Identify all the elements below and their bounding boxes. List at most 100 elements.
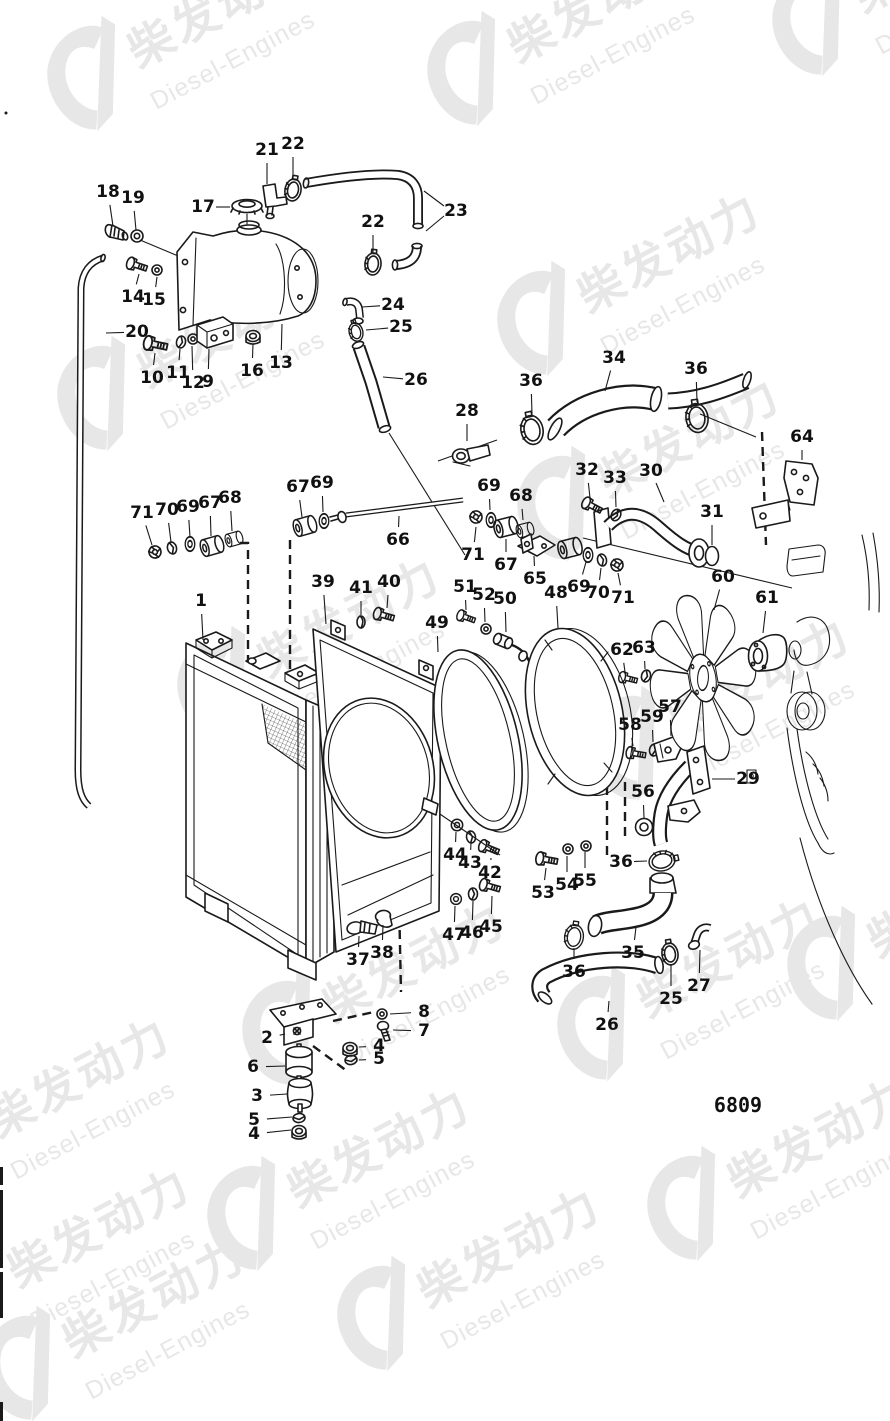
callout-label-52: 52	[472, 585, 496, 605]
hose-clamp-36	[562, 919, 587, 952]
callout-leader	[207, 348, 210, 370]
callout-label-12: 12	[181, 373, 205, 393]
callout-label-47: 47	[442, 925, 466, 945]
callout-label-17: 17	[191, 197, 215, 217]
callout-label-28: 28	[455, 401, 479, 421]
callout-leader	[389, 1012, 412, 1015]
watermark	[29, 0, 340, 156]
callout-label-69: 69	[477, 476, 501, 496]
rubber-bushing-67	[197, 533, 227, 559]
callout-leader	[599, 567, 602, 581]
callout-leader	[556, 605, 559, 629]
callout-leader	[544, 867, 547, 881]
spring-washer-5	[291, 1112, 307, 1124]
callout-label-44: 44	[443, 845, 467, 865]
callout-label-71: 71	[611, 588, 635, 608]
lock-washer-71	[146, 543, 164, 561]
washer-52	[480, 623, 492, 635]
bypass-pipe-30	[593, 507, 710, 568]
vent-hose	[302, 169, 424, 271]
callout-label-57: 57	[658, 697, 682, 717]
callout-label-53: 53	[531, 883, 555, 903]
callout-leader	[145, 525, 153, 546]
callout-label-10: 10	[140, 368, 164, 388]
callout-label-68: 68	[509, 486, 533, 506]
upper-radiator-hose	[547, 371, 752, 441]
callout-label-5: 5	[373, 1049, 385, 1069]
callout-leader	[265, 1065, 286, 1068]
washer-44	[450, 818, 464, 832]
callout-label-71: 71	[461, 545, 485, 565]
callout-label-29: 29	[736, 769, 760, 789]
bolt-14	[124, 255, 150, 276]
callout-label-34: 34	[602, 348, 626, 368]
callout-label-66: 66	[386, 530, 410, 550]
callout-label-35: 35	[621, 943, 645, 963]
callout-label-24: 24	[381, 295, 405, 315]
callout-leader	[280, 323, 283, 351]
seal-ring-31	[704, 545, 720, 567]
callout-leader	[365, 327, 389, 331]
callout-label-64: 64	[790, 427, 814, 447]
washer-19	[130, 229, 144, 243]
callout-label-67: 67	[494, 555, 518, 575]
bracket-65	[517, 533, 556, 557]
fan-ring-48	[524, 627, 634, 797]
callout-label-70: 70	[586, 583, 610, 603]
spring-washer-46	[467, 887, 479, 901]
callout-leader	[382, 376, 404, 380]
washer-15	[151, 264, 163, 276]
scan-artifacts	[0, 111, 8, 1421]
callout-leader	[669, 719, 672, 737]
callout-label-55: 55	[573, 871, 597, 891]
callout-label-27: 27	[687, 976, 711, 996]
callout-label-16: 16	[240, 361, 264, 381]
callout-leader	[453, 905, 456, 923]
callout-leader	[604, 370, 612, 392]
vent-elbow-fitting	[262, 183, 288, 220]
callout-label-69: 69	[567, 577, 591, 597]
callout-label-41: 41	[349, 578, 373, 598]
callout-label-36: 36	[684, 359, 708, 379]
plug-fitting-18	[104, 223, 129, 241]
lower-hose-26	[531, 951, 665, 1005]
callout-label-49: 49	[425, 613, 449, 633]
callout-label-26: 26	[404, 370, 428, 390]
bracket-9	[196, 316, 234, 349]
bolt-53	[534, 850, 560, 869]
nut-4	[291, 1124, 307, 1140]
callout-label-31: 31	[700, 502, 724, 522]
callout-label-2: 2	[261, 1028, 273, 1048]
radiator	[185, 631, 335, 981]
callout-leader	[133, 210, 137, 231]
callout-label-58: 58	[618, 715, 642, 735]
vent-hose-26	[351, 340, 392, 434]
callout-leader	[251, 343, 254, 359]
drain-pipe-66	[329, 497, 464, 524]
washer-54	[562, 843, 574, 855]
callout-leader	[361, 305, 381, 308]
callout-leader	[614, 490, 617, 508]
callout-label-21: 21	[255, 140, 279, 160]
callout-label-51: 51	[453, 577, 477, 597]
callout-label-19: 19	[121, 188, 145, 208]
figure-number: 6809	[714, 1093, 762, 1117]
callout-label-7: 7	[418, 1021, 430, 1041]
bolt-62	[616, 670, 640, 687]
callout-label-63: 63	[632, 638, 656, 658]
mount-bracket-2	[269, 998, 337, 1046]
callout-leader	[530, 393, 533, 415]
callout-leader	[423, 190, 445, 207]
lock-washer-71	[468, 509, 484, 525]
cooling-fan	[649, 594, 757, 762]
callout-label-37: 37	[346, 950, 370, 970]
grommet-56	[634, 817, 654, 837]
callout-leader	[266, 1116, 293, 1120]
callout-leader	[713, 589, 721, 611]
callout-leader	[642, 804, 645, 819]
callout-label-69: 69	[176, 497, 200, 517]
watermark	[479, 163, 790, 401]
outlet-stub	[649, 872, 677, 894]
callout-leader	[279, 1033, 286, 1036]
callout-label-26: 26	[595, 1015, 619, 1035]
